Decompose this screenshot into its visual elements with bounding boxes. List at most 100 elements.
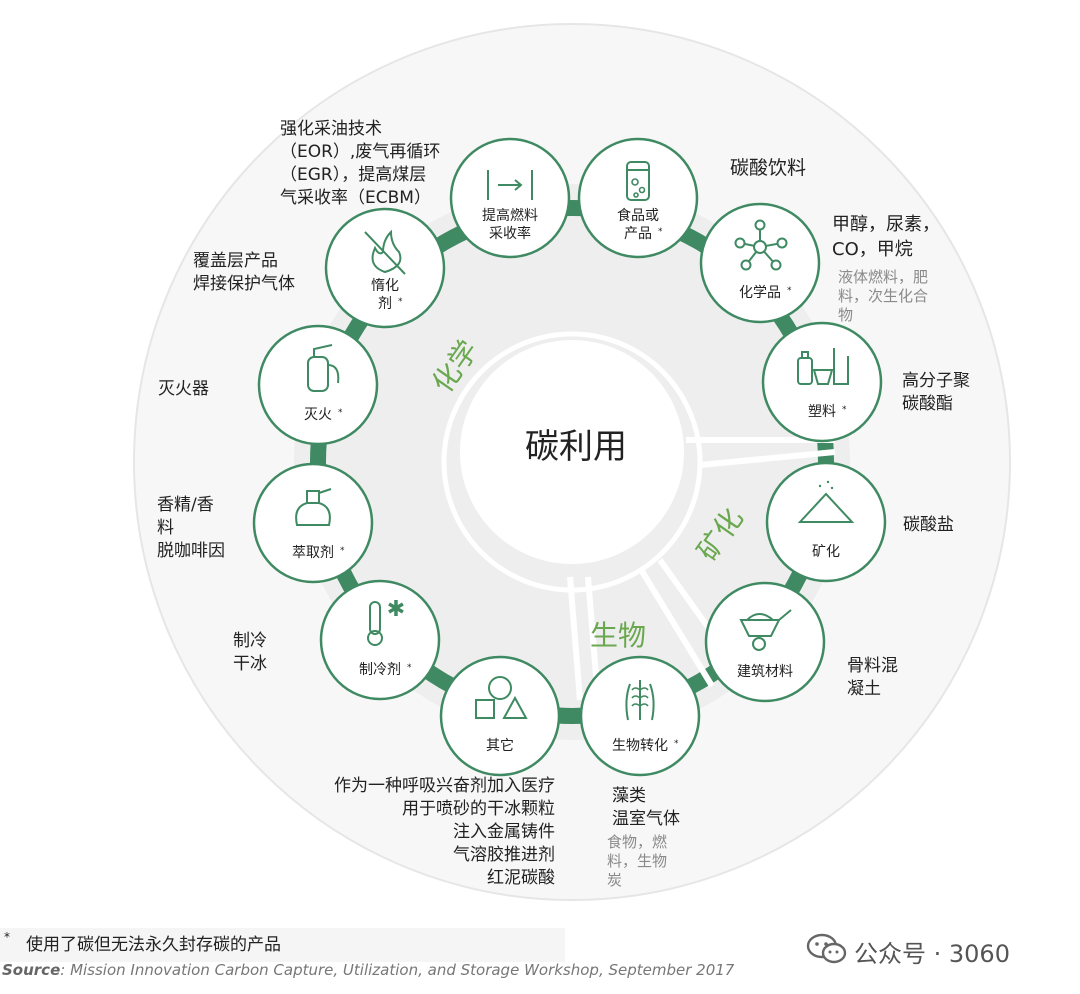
- label-line: 物: [838, 306, 854, 324]
- label-line: 香精/香: [157, 495, 214, 515]
- node-fire: 灭火 *: [257, 324, 379, 446]
- label-inert: 覆盖层产品焊接保护气体: [193, 250, 295, 296]
- node-label: 采收率: [489, 225, 531, 242]
- node-circle: [324, 207, 446, 329]
- node-inert: 惰化剂*: [324, 207, 446, 329]
- label-other: 作为一种呼吸兴奋剂加入医疗用于喷砂的干冰颗粒注入金属铸件气溶胶推进剂红泥碳酸: [300, 775, 555, 890]
- node-label: 生物转化: [612, 738, 668, 754]
- label-mineralization: 碳酸盐: [903, 514, 954, 537]
- label-line: 炭: [607, 871, 623, 889]
- label-chemicals-sub: 液体燃料，肥料，次生化合物: [838, 268, 928, 325]
- soda-can-icon: [626, 161, 650, 201]
- label-food: 碳酸饮料: [730, 157, 806, 180]
- label-line: 脱咖啡因: [157, 541, 225, 561]
- footnote-mark: *: [4, 930, 10, 944]
- watermark-text: 公众号 · 3060: [854, 940, 1010, 968]
- label-line: 红泥碳酸: [487, 868, 555, 888]
- node-label: 产品: [624, 226, 652, 242]
- label-line: 液体燃料，肥: [838, 268, 929, 286]
- node-label: 建筑材料: [737, 664, 793, 680]
- node-refrigerant: ✱ 制冷剂 *: [319, 579, 441, 701]
- node-star-mark: *: [398, 297, 403, 307]
- label-line: 温室气体: [612, 809, 680, 829]
- node-other: 其它: [439, 655, 561, 777]
- label-line: 气采收率（ECBM）: [280, 188, 431, 208]
- node-label: 矿化: [812, 544, 840, 560]
- label-line: 灭火器: [158, 379, 209, 399]
- fire-extinguisher-icon: [307, 344, 340, 392]
- label-line: 碳酸酯: [902, 394, 953, 414]
- label-line: 用于喷砂的干冰颗粒: [402, 799, 555, 819]
- label-line: 料，次生化合: [838, 287, 929, 305]
- label-line: 碳酸饮料: [730, 157, 807, 179]
- node-star-mark: *: [338, 408, 343, 418]
- label-plastics: 高分子聚碳酸酯: [902, 370, 970, 416]
- label-refrigerant: 制冷干冰: [233, 630, 267, 676]
- footnote-text: 使用了碳但无法永久封存碳的产品: [26, 935, 281, 955]
- molecule-icon: [734, 219, 788, 271]
- label-line: CO，甲烷: [832, 239, 913, 260]
- label-line: 藻类: [612, 786, 646, 806]
- node-label: 提高燃料: [482, 207, 538, 224]
- plastic-bottles-icon: [797, 348, 849, 385]
- node-circle: [319, 579, 441, 701]
- label-line: 覆盖层产品: [193, 251, 278, 271]
- node-label: 制冷剂: [359, 662, 401, 678]
- spray-bottle-icon: [295, 488, 332, 526]
- label-line: 焊接保护气体: [193, 274, 295, 294]
- node-circle: [449, 137, 571, 259]
- node-circle: [252, 462, 374, 584]
- label-bio: 藻类温室气体: [612, 785, 680, 831]
- label-line: 气溶胶推进剂: [453, 845, 555, 865]
- node-bio: 生物转化 *: [579, 655, 701, 777]
- seaweed-icon: [625, 680, 655, 721]
- label-line: 甲醇，尿素，: [832, 214, 940, 235]
- sand-pile-icon: [797, 480, 855, 523]
- label-line: 食物，燃: [607, 833, 668, 851]
- node-label: 塑料: [808, 404, 836, 420]
- node-construction: 建筑材料: [704, 581, 826, 703]
- node-label: 食品或: [617, 207, 659, 224]
- node-group: 提高燃料采收率食品或产品*化学品*塑料*矿化建筑材料生物转化*其它✱制冷剂*萃取…: [252, 137, 887, 777]
- label-line: 骨料混: [847, 656, 898, 676]
- node-circle: [439, 655, 561, 777]
- node-plastics: 塑料 *: [761, 321, 883, 443]
- svg-text:✱: ✱: [387, 597, 405, 622]
- node-extractant: 萃取剂 *: [252, 462, 374, 584]
- node-circle: [761, 321, 883, 443]
- node-star-mark: *: [787, 286, 792, 296]
- node-circle: [699, 202, 821, 324]
- label-eor: 强化采油技术（EOR）,废气再循环（EGR），提高煤层气采收率（ECBM）: [280, 118, 440, 210]
- label-line: 料: [157, 518, 174, 538]
- node-label: 其它: [486, 737, 514, 754]
- label-line: 干冰: [233, 654, 267, 674]
- node-star-mark: *: [340, 546, 345, 556]
- label-line: 作为一种呼吸兴奋剂加入医疗: [334, 776, 555, 796]
- node-star-mark: *: [407, 663, 412, 673]
- label-chemicals: 甲醇，尿素， CO，甲烷: [832, 212, 940, 262]
- label-line: 碳酸盐: [903, 515, 954, 535]
- sector-label-biological: 生物: [590, 619, 646, 652]
- wechat-icon: [806, 933, 847, 964]
- label-extractant: 香精/香料脱咖啡因: [157, 494, 225, 563]
- node-mineralization: 矿化: [765, 461, 887, 583]
- center-label: 碳利用: [525, 427, 627, 467]
- footnote: * 使用了碳但无法永久封存碳的产品: [0, 928, 565, 962]
- label-line: （EOR）,废气再循环: [280, 142, 441, 162]
- node-circle: [577, 137, 699, 259]
- inner-ring-track: [441, 331, 703, 593]
- arrow-bars-icon: [487, 170, 533, 200]
- node-star-mark: *: [674, 739, 679, 749]
- node-label: 化学品: [739, 285, 781, 301]
- label-fire: 灭火器: [158, 378, 209, 401]
- node-label: 萃取剂: [292, 545, 334, 561]
- node-chemicals: 化学品 *: [699, 202, 821, 324]
- source-line: Source: Mission Innovation Carbon Captur…: [2, 961, 734, 979]
- shapes-icon: [475, 676, 528, 719]
- node-label: 灭火: [304, 407, 332, 423]
- label-bio-sub: 食物，燃料，生物炭: [607, 833, 667, 890]
- node-star-mark: *: [842, 405, 847, 415]
- center-circle: [460, 340, 684, 564]
